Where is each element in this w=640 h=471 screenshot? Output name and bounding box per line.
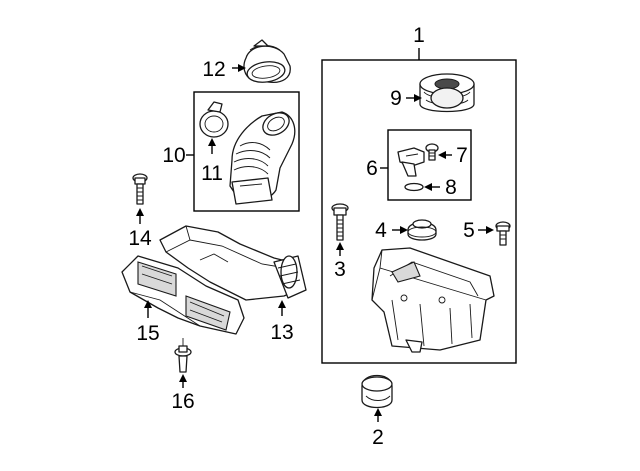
intake-duct-hose-part — [229, 111, 296, 205]
screw-5-part — [495, 221, 511, 246]
callout-9-arrowhead — [414, 94, 422, 102]
callout-7: 7 — [456, 144, 468, 167]
sensor-screw-part — [425, 143, 439, 161]
callout-4-arrowhead — [400, 226, 408, 234]
sensor-group-box — [387, 129, 472, 201]
callout-15-arrowhead — [144, 300, 152, 308]
callout-3: 3 — [334, 258, 346, 281]
callout-5: 5 — [463, 219, 475, 242]
push-pin-clip-part — [174, 338, 192, 373]
housing-mount-part — [361, 374, 393, 409]
callout-3-arrowhead — [336, 242, 344, 250]
callout-10: 10 — [162, 144, 185, 167]
callout-2-arrowhead — [374, 408, 382, 416]
intake-coupler-part — [243, 39, 291, 84]
callout-13: 13 — [270, 321, 293, 344]
callout-8: 8 — [445, 176, 457, 199]
callout-11: 11 — [201, 162, 223, 185]
callout-12-arrowhead — [238, 64, 246, 72]
callout-5-arrowhead — [486, 226, 494, 234]
air-guide-duct-part — [121, 255, 245, 335]
callout-14: 14 — [128, 227, 152, 250]
callout-2: 2 — [372, 426, 384, 449]
o-ring-part — [404, 182, 424, 192]
mounting-bolt-14-part — [132, 173, 148, 205]
callout-12: 12 — [202, 58, 225, 81]
callout-7-arrowhead — [438, 151, 446, 159]
callout-11-arrowhead — [208, 138, 216, 146]
mass-airflow-sensor-part — [397, 147, 425, 177]
mounting-bolt-3-part — [331, 203, 349, 241]
callout-4: 4 — [375, 219, 387, 242]
callout-14-arrowhead — [136, 208, 144, 216]
callout-9: 9 — [390, 87, 402, 110]
callout-8-arrowhead — [424, 183, 432, 191]
air-filter-element-part — [419, 73, 475, 113]
callout-15: 15 — [136, 322, 159, 345]
rubber-grommet-part — [407, 219, 437, 241]
callout-16-arrowhead — [179, 374, 187, 382]
callout-1: 1 — [413, 24, 425, 47]
callout-16: 16 — [171, 390, 194, 413]
intake-duct-group-box — [193, 91, 300, 212]
air-intake-resonator-part — [159, 225, 307, 301]
air-cleaner-housing-part — [371, 247, 495, 353]
hose-clamp-part — [199, 101, 229, 138]
callout-6: 6 — [366, 157, 378, 180]
callout-13-arrowhead — [278, 300, 286, 308]
